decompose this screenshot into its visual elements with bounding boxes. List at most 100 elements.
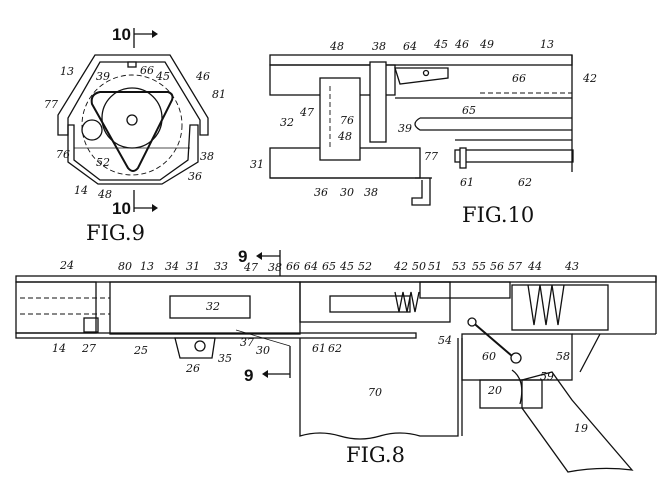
ref-label: 77 [44, 98, 58, 111]
lower-rail [454, 149, 574, 163]
ref-label: 38 [268, 261, 282, 274]
part-27 [83, 317, 99, 333]
ref-label: 26 [185, 362, 200, 375]
ref-label: 39 [96, 70, 110, 83]
ref-label: 36 [188, 170, 202, 183]
ref-label: 61 [460, 176, 474, 189]
pin-center [126, 114, 138, 126]
ref-label: 19 [574, 422, 588, 435]
ref-label: 39 [398, 122, 412, 135]
part-26 [174, 337, 216, 359]
housing-outer-13 [57, 54, 209, 136]
ref-label: 62 [518, 176, 532, 189]
figure-caption-8: FIG.8 [346, 443, 405, 467]
ref-label: 66 [140, 64, 154, 77]
svg-text:9: 9 [244, 366, 253, 385]
receiver-top-wall [269, 54, 573, 66]
ref-label: 42 [582, 72, 597, 85]
ref-label: 65 [322, 260, 336, 273]
ref-label: 76 [56, 148, 70, 161]
ref-label: 52 [358, 260, 372, 273]
ref-label: 32 [206, 300, 220, 313]
ref-label: 48 [337, 130, 352, 143]
figure-8: 9 9 24 80 13 34 31 33 47 38 66 64 65 45 … [15, 247, 657, 473]
svg-text:10: 10 [112, 199, 131, 218]
ref-label: 32 [280, 116, 294, 129]
ref-label: 66 [512, 72, 526, 85]
ref-label: 65 [462, 104, 476, 117]
ref-label: 59 [540, 370, 554, 383]
ref-label: 80 [118, 260, 132, 273]
notch-66 [127, 61, 137, 68]
figure-9: 10 10 13 39 66 45 46 81 77 76 52 38 36 1… [44, 25, 226, 245]
ref-label: 47 [299, 106, 314, 119]
ref-label: 24 [59, 259, 74, 272]
ref-label: 70 [368, 386, 382, 399]
svg-text:10: 10 [112, 25, 131, 44]
ref-label: 36 [314, 186, 328, 199]
figure-caption-9: FIG.9 [86, 221, 145, 245]
ref-label: 13 [60, 65, 74, 78]
ref-label: 38 [372, 40, 386, 53]
ref-label: 77 [424, 150, 438, 163]
ref-label: 13 [140, 260, 154, 273]
ref-label: 14 [52, 342, 66, 355]
figure-10: 48 38 64 45 46 49 13 66 42 47 32 76 39 6… [250, 38, 597, 227]
ref-label: 30 [256, 344, 270, 357]
section-mark-9-bottom: 9 [235, 329, 291, 385]
bolt-body [329, 295, 411, 313]
ref-label: 76 [340, 114, 354, 127]
cam-pin-38 [369, 61, 387, 143]
pin-76 [81, 119, 103, 141]
ref-label: 48 [97, 188, 112, 201]
ref-label: 54 [438, 334, 452, 347]
ref-label: 64 [403, 40, 417, 53]
extractor-64 [394, 67, 449, 85]
ref-label: 53 [452, 260, 466, 273]
ref-label: 38 [364, 186, 378, 199]
ref-label: 33 [214, 260, 228, 273]
ref-label: 49 [479, 38, 494, 51]
spring-50 [394, 291, 420, 313]
ref-label: 31 [186, 260, 200, 273]
ref-label: 46 [195, 70, 210, 83]
trigger-20 [511, 369, 523, 405]
ref-label: 46 [454, 38, 469, 51]
svg-text:9: 9 [238, 247, 247, 266]
section-mark-9-top: 9 [238, 247, 281, 276]
ref-label: 44 [527, 260, 542, 273]
ref-label: 27 [81, 342, 96, 355]
ref-label: 30 [340, 186, 354, 199]
ref-label: 42 [393, 260, 408, 273]
pin-60 [510, 352, 522, 364]
ref-label: 31 [250, 158, 264, 171]
ref-label: 48 [329, 40, 344, 53]
ref-label: 20 [487, 384, 502, 397]
ref-label: 14 [74, 184, 88, 197]
ref-label: 66 [286, 260, 300, 273]
ref-label: 38 [200, 150, 214, 163]
magazine-70 [299, 338, 459, 440]
section-mark-10-top: 10 [112, 25, 158, 48]
ref-label: 45 [155, 70, 170, 83]
ref-label: 60 [482, 350, 496, 363]
bolt-carrier [299, 281, 451, 323]
ref-label: 34 [165, 260, 179, 273]
receiver-rear-hatched [419, 281, 511, 299]
ref-label: 45 [433, 38, 448, 51]
ref-label: 52 [96, 156, 110, 169]
chamber-32 [169, 295, 251, 319]
ref-label: 50 [412, 260, 426, 273]
ref-label: 81 [212, 88, 226, 101]
ref-label: 56 [490, 260, 504, 273]
ref-label: 47 [243, 261, 258, 274]
ref-label: 37 [240, 336, 254, 349]
ref-label: 35 [218, 352, 232, 365]
ref-label: 43 [564, 260, 579, 273]
ref-label: 61 [312, 342, 326, 355]
ref-label: 64 [304, 260, 318, 273]
ref-label: 55 [472, 260, 486, 273]
recoil-spring-43 [527, 284, 565, 326]
dashed-circle [81, 74, 183, 176]
